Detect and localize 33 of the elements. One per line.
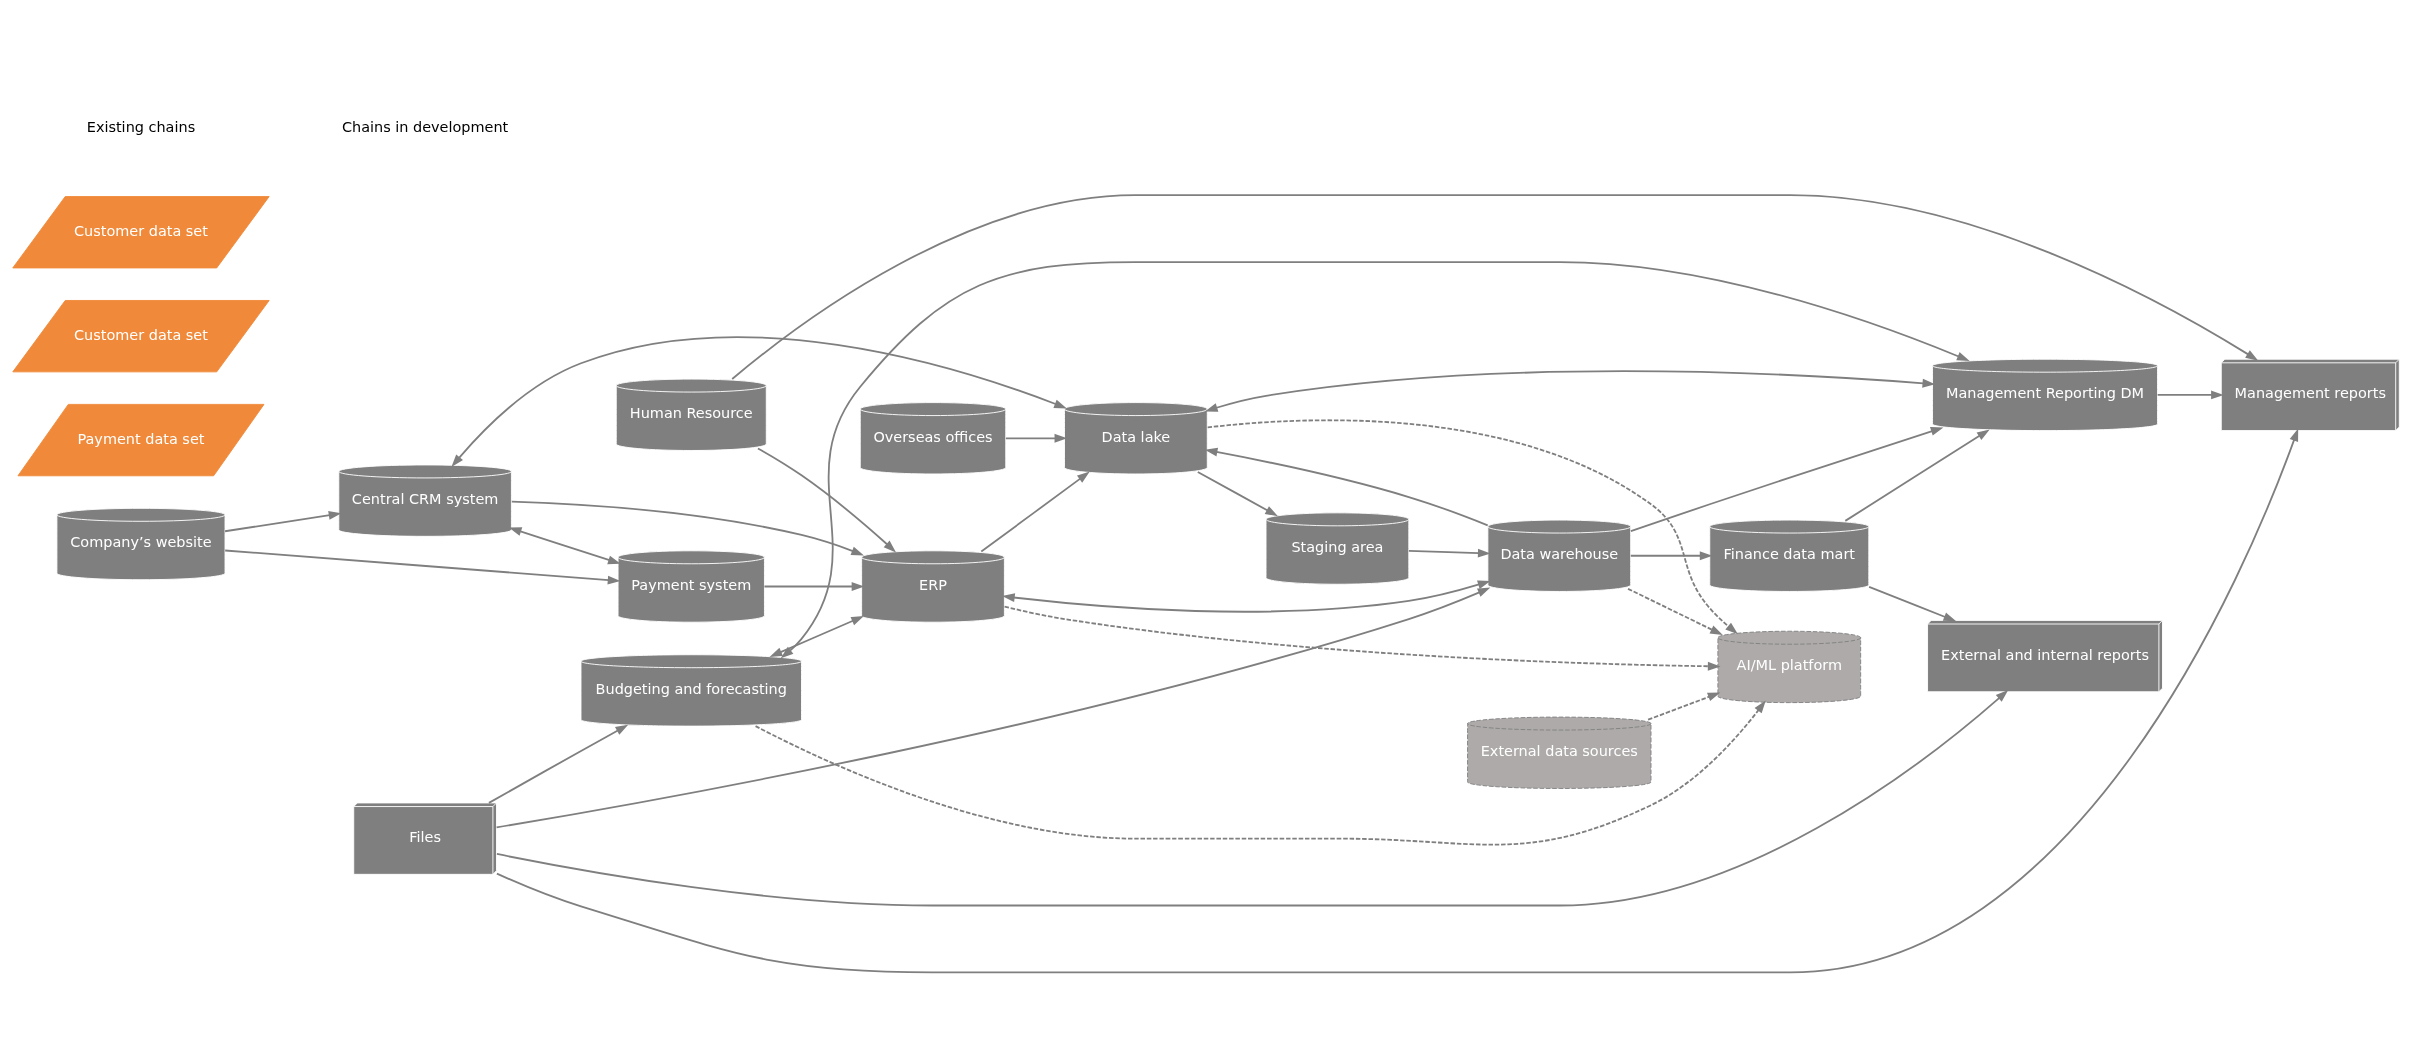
arrow	[496, 427, 2299, 973]
arrow	[780, 260, 1970, 658]
arrow	[1844, 428, 1990, 522]
arrow	[488, 724, 629, 804]
arrow	[1003, 605, 1721, 671]
arrow	[508, 526, 621, 564]
arrow	[1005, 433, 1068, 443]
legend-label: Existing chains	[86, 118, 196, 135]
arrow	[980, 471, 1090, 552]
arrow	[757, 447, 897, 552]
arrow	[1407, 548, 1491, 558]
arrow	[224, 549, 621, 585]
arrow	[1204, 447, 1489, 526]
arrow	[495, 689, 2009, 906]
arrow	[1647, 692, 1721, 721]
arrow	[1868, 585, 1957, 621]
arrow	[451, 335, 1067, 467]
arrow	[1002, 579, 1491, 613]
arrow	[769, 615, 864, 657]
arrow	[1629, 550, 1713, 560]
legend-label: Chains in development	[341, 118, 509, 135]
arrow	[495, 587, 1491, 828]
arrow	[754, 699, 1766, 845]
arrow	[1196, 470, 1278, 516]
arrow	[1206, 418, 1738, 634]
arrow	[1627, 587, 1723, 635]
arrow	[731, 193, 2259, 380]
arrow	[1204, 369, 1936, 412]
arrow	[763, 581, 865, 591]
arrow	[224, 510, 342, 532]
arrow	[1629, 426, 1944, 532]
arrow	[2156, 389, 2224, 399]
arrow	[510, 500, 864, 555]
